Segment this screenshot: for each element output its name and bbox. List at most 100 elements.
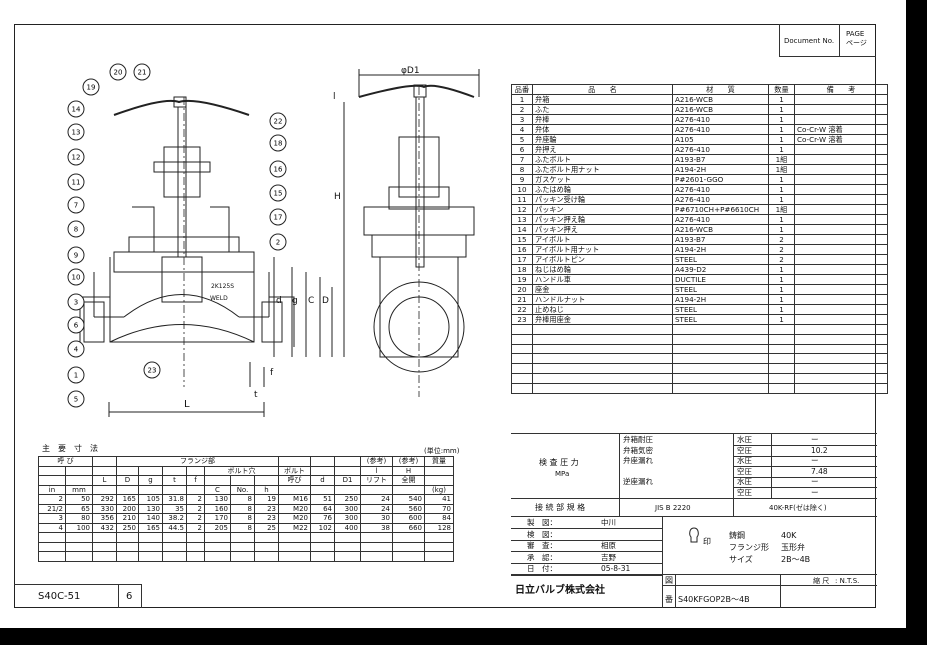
parts-cell: 1 — [768, 214, 795, 225]
part-balloon — [143, 361, 161, 379]
dims-cell: M20 — [278, 503, 311, 514]
dims-unit: (単位:mm) — [424, 447, 460, 455]
part-balloon-number: 15 — [274, 190, 283, 198]
parts-cell: STEEL — [672, 284, 769, 295]
part-balloon — [67, 366, 85, 384]
document-no-box: Document No. PAGE ページ — [779, 24, 876, 57]
parts-cell: 弁体 — [532, 124, 673, 135]
parts-cell: ガスケット — [532, 174, 673, 185]
parts-cell: 1 — [768, 94, 795, 105]
dims-col: D — [116, 475, 139, 486]
parts-cell: A193-B7 — [672, 154, 769, 165]
parts-cell: 1 — [768, 294, 795, 305]
dims-col: mm — [65, 484, 93, 495]
parts-cell: A216-WCB — [672, 104, 769, 115]
parts-cell: 16 — [511, 244, 533, 255]
part-balloon — [133, 63, 151, 81]
dims-h-ref2: (参考) — [392, 456, 425, 467]
dims-cell: 35 — [162, 503, 187, 514]
dims-cell: 31.8 — [162, 494, 187, 505]
approval-label: 検 図： — [527, 529, 557, 539]
dims-header-row-4: in mm C No. h (kg) — [38, 484, 454, 495]
dims-col: (kg) — [424, 484, 454, 495]
dim-h-label: H — [334, 192, 341, 202]
dims-cell: 24 — [360, 494, 393, 505]
part-balloon-number: 11 — [72, 179, 81, 187]
part-balloon-number: 21 — [138, 69, 147, 77]
parts-cell: 3 — [511, 114, 533, 125]
dims-cell: 21/2 — [38, 503, 66, 514]
dims-cell: 292 — [92, 494, 117, 505]
parts-cell: 1 — [768, 144, 795, 155]
parts-cell: 1 — [768, 304, 795, 315]
parts-cell: 14 — [511, 224, 533, 235]
dims-col: g — [138, 475, 163, 486]
dims-col: in — [38, 484, 66, 495]
test-cell: ー — [811, 488, 819, 497]
dims-cell: 3 — [38, 513, 66, 524]
parts-cell: 9 — [511, 174, 533, 185]
casting-mark-1: 2K125S — [211, 283, 235, 290]
dims-blank-row — [38, 551, 454, 562]
dims-title: 主 要 寸 法 — [42, 444, 98, 453]
dims-cell: 50 — [65, 494, 93, 505]
dims-cell: 80 — [65, 513, 93, 524]
dim-ll-label: L — [184, 399, 190, 410]
parts-cell: 18 — [511, 264, 533, 275]
dims-cell: 38.2 — [162, 513, 187, 524]
dims-cell: 44.5 — [162, 522, 187, 533]
material-value: 40K — [781, 531, 797, 540]
parts-cell: A276-410 — [672, 184, 769, 195]
parts-cell: 1 — [768, 114, 795, 125]
part-balloon — [67, 340, 85, 358]
parts-cell: Co-Cr-W 溶着 — [794, 124, 888, 135]
dims-cell: 2 — [38, 494, 66, 505]
parts-cell: 13 — [511, 214, 533, 225]
part-balloon — [269, 112, 287, 130]
bottom-edge-bar — [0, 628, 927, 645]
dims-blank-row — [38, 541, 454, 552]
dims-cell: 23 — [254, 513, 279, 524]
dims-cell: 200 — [116, 503, 139, 514]
part-balloon-number: 16 — [274, 166, 283, 174]
parts-cell: 2 — [768, 234, 795, 245]
parts-blank-row — [511, 343, 888, 355]
part-balloon — [269, 134, 287, 152]
size-value: 2B〜4B — [781, 555, 811, 564]
parts-cell — [794, 104, 888, 115]
dims-cell: 8 — [230, 494, 255, 505]
dims-h-full: 全開 — [392, 475, 425, 486]
dims-cell: 300 — [334, 503, 361, 514]
part-balloon-number: 10 — [72, 274, 81, 282]
part-balloon-number: 17 — [274, 214, 283, 222]
test-cell: ー — [811, 435, 819, 444]
test-cell: 弁座漏れ — [623, 456, 653, 466]
test-unit: MPa — [555, 470, 570, 478]
parts-cell: 19 — [511, 274, 533, 285]
dims-cell: 24 — [360, 503, 393, 514]
parts-cell: 1 — [768, 284, 795, 295]
parts-cell: A216-WCB — [672, 224, 769, 235]
dims-cell: 2 — [186, 503, 205, 514]
part-balloon — [269, 184, 287, 202]
dim-f-label: f — [270, 368, 274, 378]
dims-cell: 70 — [424, 503, 454, 514]
parts-cell — [794, 174, 888, 185]
parts-cell: 22 — [511, 304, 533, 315]
part-balloon — [67, 148, 85, 166]
hitachi-bulb-icon — [689, 527, 699, 543]
parts-cell: 11 — [511, 194, 533, 205]
